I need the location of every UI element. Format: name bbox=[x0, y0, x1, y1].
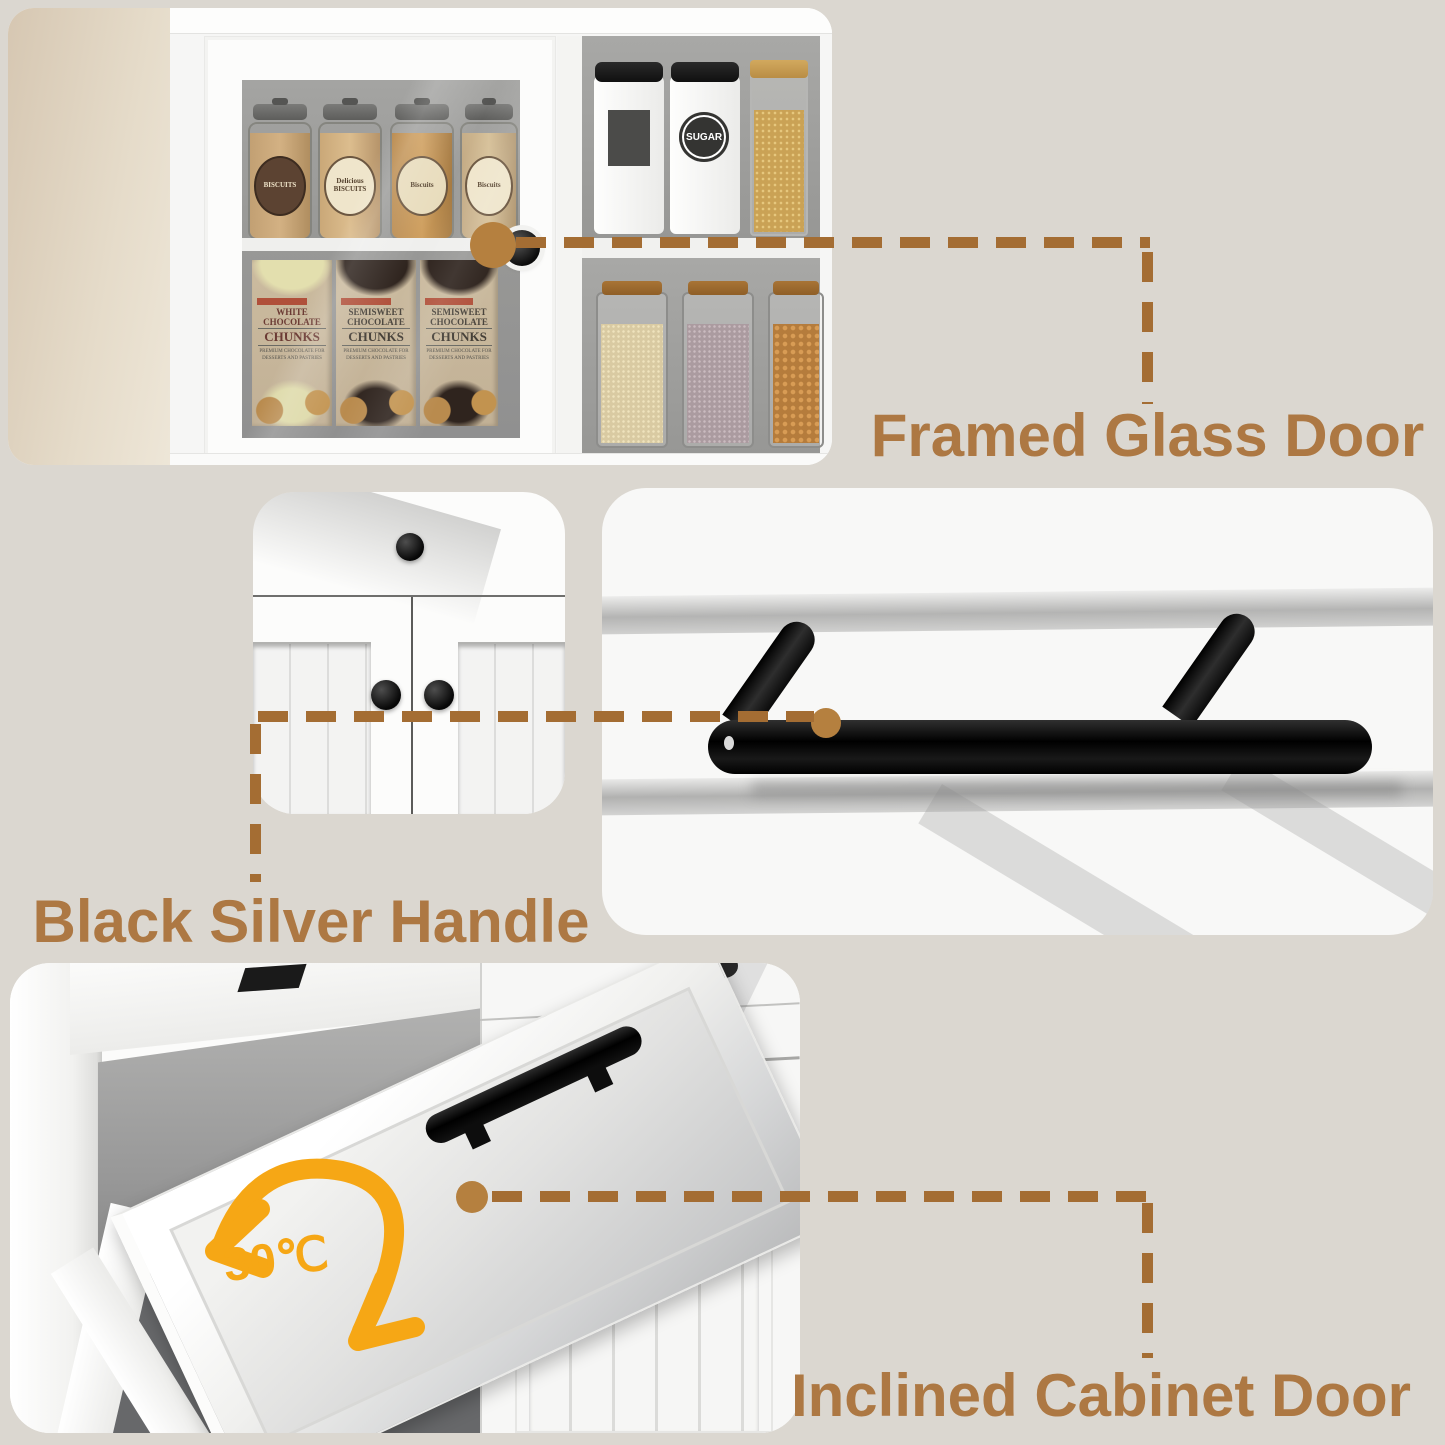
door-knob-right bbox=[424, 680, 454, 710]
jar-label: Delicious BISCUITS bbox=[323, 155, 377, 216]
callout-dot-glass-door bbox=[470, 222, 516, 268]
cabinet-bottom-edge bbox=[170, 453, 832, 465]
canister-lid bbox=[671, 62, 739, 82]
door-knob-left bbox=[371, 680, 401, 710]
box-subtitle: PREMIUM CHOCOLATE FOR DESSERTS AND PASTR… bbox=[426, 349, 492, 361]
white-chocolate-box: WHITE CHOCOLATE CHUNKS PREMIUM CHOCOLATE… bbox=[252, 260, 332, 426]
callout-dot-handle bbox=[811, 708, 841, 738]
grain-jar bbox=[596, 281, 668, 448]
soft-shadow bbox=[253, 492, 501, 626]
black-bar-handle bbox=[708, 720, 1372, 774]
cookies-photo bbox=[252, 374, 332, 426]
jar-label: Biscuits bbox=[465, 155, 513, 216]
callout-black-silver-handle: Black Silver Handle bbox=[32, 888, 590, 955]
box-subtitle: PREMIUM CHOCOLATE FOR DESSERTS AND PASTR… bbox=[259, 349, 325, 361]
wooden-lid bbox=[602, 281, 662, 295]
photo-knob-doors bbox=[253, 492, 565, 814]
biscuit-jar: Delicious BISCUITS bbox=[318, 98, 382, 240]
leader-line-horizontal bbox=[516, 237, 1150, 248]
biscuit-jar: Biscuits bbox=[390, 98, 454, 240]
cookies-photo bbox=[420, 374, 498, 426]
box-title: CHUNKS bbox=[342, 328, 410, 346]
leader-line-horizontal bbox=[492, 1191, 1150, 1202]
cabinet-top-edge bbox=[170, 8, 832, 34]
leader-line-vertical bbox=[250, 724, 261, 882]
jar-lid bbox=[253, 98, 307, 120]
box-banner bbox=[425, 298, 474, 305]
lower-open-shelf bbox=[582, 258, 824, 454]
almond-contents bbox=[773, 324, 819, 443]
box-title: SEMISWEET bbox=[348, 307, 404, 317]
box-banner bbox=[341, 298, 391, 305]
handle-shadow bbox=[752, 782, 1402, 796]
chocolate-chunks-photo bbox=[336, 260, 416, 296]
grain-jar bbox=[682, 281, 754, 448]
oats-jar bbox=[750, 60, 808, 236]
beige-wall bbox=[8, 8, 186, 465]
callout-inclined-cabinet-door: Inclined Cabinet Door bbox=[790, 1362, 1412, 1429]
bamboo-lid bbox=[750, 60, 808, 78]
rotation-arrow bbox=[205, 1158, 425, 1351]
box-title: CHUNKS bbox=[258, 328, 326, 346]
biscuit-jar: Biscuits bbox=[460, 98, 518, 240]
oats-contents bbox=[754, 109, 804, 232]
leader-line-horizontal bbox=[258, 711, 814, 722]
leader-line-vertical bbox=[1142, 252, 1153, 404]
glass-door-shelf bbox=[242, 238, 520, 251]
box-banner bbox=[257, 298, 307, 305]
box-title: CHUNKS bbox=[426, 328, 492, 346]
box-title: CHOCOLATE bbox=[263, 317, 321, 327]
semisweet-chocolate-box: SEMISWEET CHOCOLATE CHUNKS PREMIUM CHOCO… bbox=[420, 260, 498, 426]
canister-label-square bbox=[608, 110, 650, 166]
wooden-lid bbox=[688, 281, 748, 295]
canister-lid bbox=[595, 62, 663, 82]
leader-line-vertical bbox=[1142, 1203, 1153, 1358]
callout-dot-inclined-door bbox=[456, 1181, 488, 1213]
drawer-groove-top bbox=[602, 587, 1433, 635]
door-seam bbox=[411, 597, 413, 814]
box-title: CHOCOLATE bbox=[430, 317, 488, 327]
jar-label: Biscuits bbox=[395, 155, 449, 216]
cookies-photo bbox=[336, 374, 416, 426]
upper-open-shelf: SUGAR bbox=[582, 36, 820, 238]
drawer-knob bbox=[396, 533, 424, 561]
box-title: SEMISWEET bbox=[431, 307, 487, 317]
semisweet-chocolate-box: SEMISWEET CHOCOLATE CHUNKS PREMIUM CHOCO… bbox=[336, 260, 416, 426]
box-subtitle: PREMIUM CHOCOLATE FOR DESSERTS AND PASTR… bbox=[343, 349, 409, 361]
callout-framed-glass-door: Framed Glass Door bbox=[870, 402, 1425, 469]
photo-cabinet-hutch: BISCUITS Delicious BISCUITS Biscuits Bis… bbox=[8, 8, 832, 465]
wooden-lid bbox=[773, 281, 819, 295]
sugar-badge: SUGAR bbox=[679, 112, 730, 162]
beadboard-panel-left bbox=[253, 642, 371, 814]
drawer-seam bbox=[253, 595, 565, 597]
jar-lid bbox=[395, 98, 449, 120]
jar-lid bbox=[464, 98, 514, 120]
white-canister bbox=[594, 62, 664, 234]
rice-contents bbox=[601, 324, 663, 443]
chocolate-chunks-photo bbox=[252, 260, 332, 296]
almond-jar bbox=[768, 281, 824, 448]
sugar-canister: SUGAR bbox=[670, 62, 740, 234]
beadboard-panel-right bbox=[458, 642, 565, 814]
box-title: WHITE bbox=[276, 307, 308, 317]
grain-contents bbox=[687, 324, 749, 443]
biscuit-jar: BISCUITS bbox=[248, 98, 312, 240]
box-title: CHOCOLATE bbox=[347, 317, 405, 327]
jar-lid bbox=[323, 98, 377, 120]
jar-label: BISCUITS bbox=[253, 155, 307, 216]
